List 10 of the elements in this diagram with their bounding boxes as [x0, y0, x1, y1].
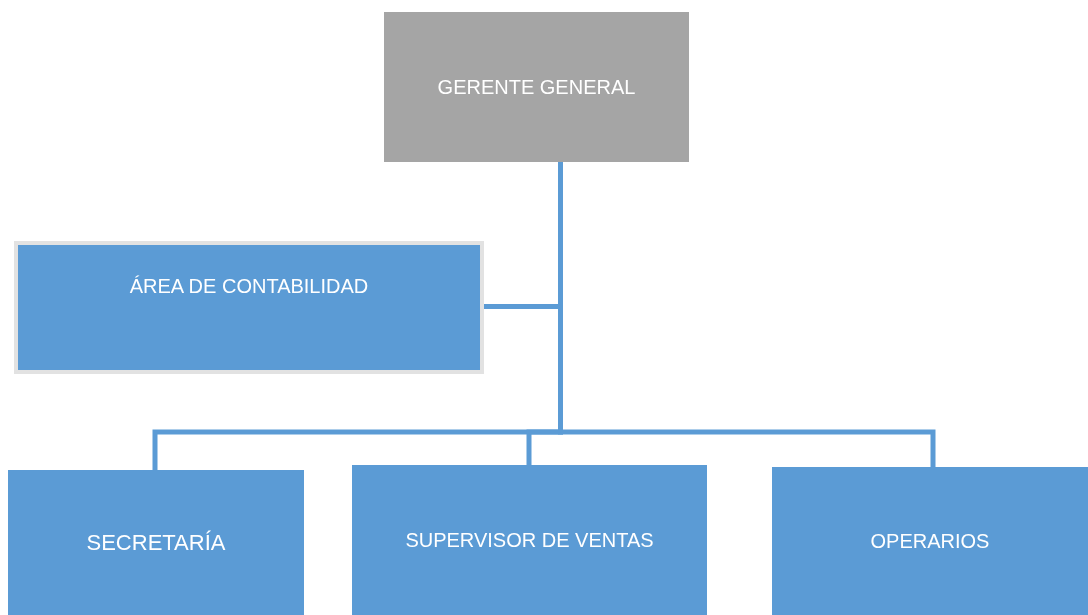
org-box — [772, 467, 1088, 615]
org-box — [384, 12, 689, 162]
org-box — [352, 465, 707, 615]
box-title: OPERARIOS — [870, 529, 990, 553]
org-box — [8, 470, 304, 615]
org-box — [14, 241, 484, 374]
box-title: GERENTE GENERAL — [437, 75, 636, 99]
box-title: ÁREA DE CONTABILIDAD — [129, 275, 369, 298]
box-title: SUPERVISOR DE VENTAS — [405, 528, 654, 552]
box-title: SECRETARÍA — [86, 529, 226, 556]
